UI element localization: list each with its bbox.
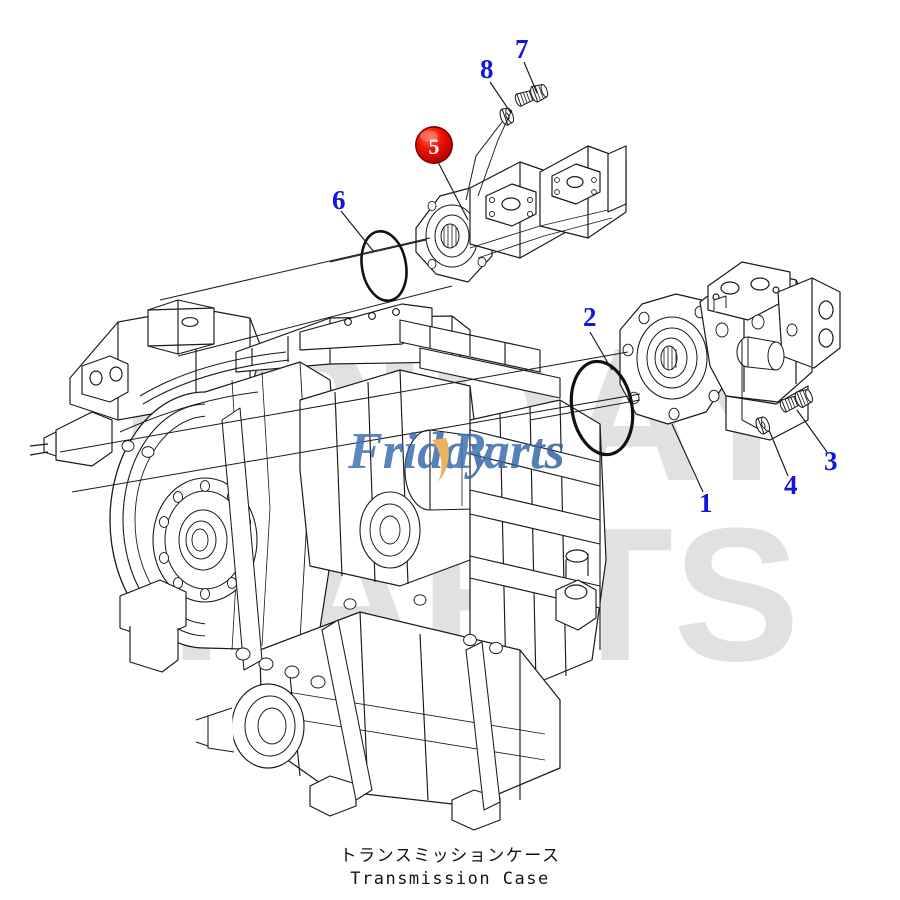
fastener-bolt-part-7 — [512, 81, 551, 110]
leader-line-3 — [796, 409, 828, 453]
o-ring-small-part-6 — [360, 230, 408, 302]
transmission-case-body — [29, 299, 607, 831]
callout-label-5: 5 — [429, 134, 440, 159]
brand-watermark-accent — [432, 438, 449, 482]
assembly-axis-lines — [59, 237, 641, 493]
leader-line-4 — [768, 429, 789, 477]
hydraulic-pump-main-part-1 — [619, 261, 841, 441]
callout-label-3[interactable]: 3 — [824, 446, 838, 476]
caption-english: Transmission Case — [350, 869, 550, 889]
callout-label-4[interactable]: 4 — [784, 470, 798, 500]
leader-line-1 — [671, 423, 704, 493]
gear-pump-assembly-part-5 — [415, 145, 627, 283]
callout-label-6[interactable]: 6 — [332, 185, 346, 215]
brand-watermark: Friday Parts — [347, 423, 565, 482]
leader-line-7 — [523, 61, 538, 94]
callout-label-8[interactable]: 8 — [480, 54, 494, 84]
callout-badge-5[interactable]: 5 — [415, 126, 453, 164]
leader-line-2 — [589, 331, 613, 371]
callout-label-1[interactable]: 1 — [699, 488, 713, 518]
brand-watermark-text-1: Friday — [347, 423, 493, 480]
o-ring-large-part-2 — [569, 359, 635, 457]
brand-watermark-text-2: Parts — [451, 423, 565, 480]
callout-label-7[interactable]: 7 — [515, 34, 529, 64]
caption-japanese: トランスミッションケース — [340, 846, 561, 866]
callout-label-2[interactable]: 2 — [583, 302, 597, 332]
leader-line-6 — [340, 210, 375, 253]
callout-leader-lines — [340, 61, 828, 493]
leader-line-5 — [436, 159, 469, 221]
leader-line-8 — [489, 81, 512, 114]
